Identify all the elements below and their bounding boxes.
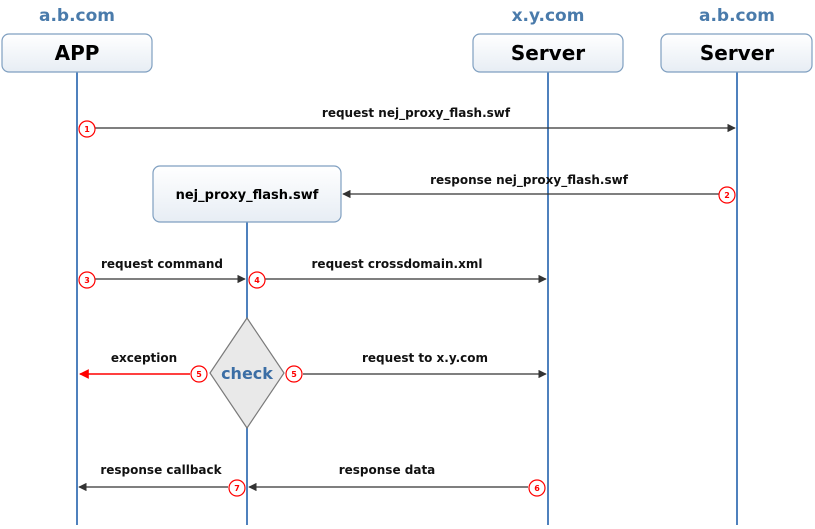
domain-label-app: a.b.com [39,6,115,26]
message-exception: exception [111,351,177,365]
check-label: check [221,364,273,383]
step-marker-6: 6 [528,479,546,497]
step-marker-5-right: 5 [285,365,303,383]
step-marker-4-circle [248,271,266,289]
actor-ab-server-box [660,33,813,73]
step-marker-3-label: 3 [84,276,90,285]
step-marker-2-label: 2 [724,191,730,200]
proxy-swf: nej_proxy_flash.swf [152,165,342,223]
step-marker-4-label: 4 [254,276,260,285]
actor-ab-server: Server [660,33,813,73]
actor-app: APP [1,33,153,73]
step-marker-1-label: 1 [84,125,90,134]
step-marker-7-label: 7 [234,484,240,493]
step-marker-2: 2 [718,186,736,204]
step-marker-5-right-label: 5 [291,370,297,379]
step-marker-6-circle [528,479,546,497]
step-marker-3-circle [78,271,96,289]
message-request-swf: request nej_proxy_flash.swf [322,106,511,121]
message-response-swf: response nej_proxy_flash.swf [430,173,629,188]
step-marker-5-right-circle [285,365,303,383]
proxy-swf-label: nej_proxy_flash.swf [176,188,319,203]
actor-app-label: APP [55,41,100,65]
check-diamond [209,316,285,430]
actor-app-box [1,33,153,73]
message-response-data: response data [339,463,436,477]
check-decision: check [209,316,285,430]
message-request-to-xy: request to x.y.com [362,351,488,365]
step-marker-5-left-label: 5 [196,370,202,379]
actor-ab-server-label: Server [700,41,774,65]
step-marker-4: 4 [248,271,266,289]
step-marker-3: 3 [78,271,96,289]
message-request-command: request command [101,257,223,271]
step-marker-6-label: 6 [534,484,540,493]
step-marker-7-circle [228,479,246,497]
step-marker-1: 1 [78,120,96,138]
step-marker-7: 7 [228,479,246,497]
actor-xy-server-box [472,33,624,73]
domain-label-xy: x.y.com [512,6,585,26]
actor-xy-server-label: Server [511,41,585,65]
message-response-callback: response callback [100,463,222,477]
proxy-swf-box [152,165,342,223]
step-marker-5-left: 5 [190,365,208,383]
message-request-crossdomain: request crossdomain.xml [312,257,483,271]
step-marker-1-circle [78,120,96,138]
step-marker-5-left-circle [190,365,208,383]
domain-label-ab-server: a.b.com [699,6,775,26]
step-marker-2-circle [718,186,736,204]
actor-xy-server: Server [472,33,624,73]
